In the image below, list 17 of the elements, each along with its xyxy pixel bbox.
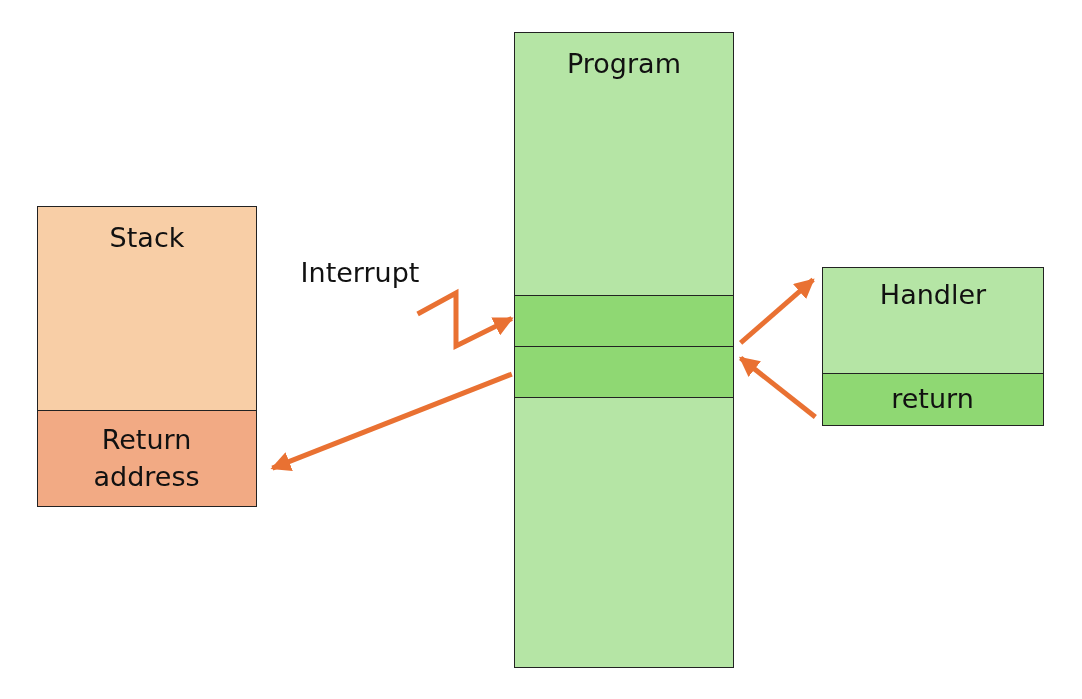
stack-box: [37, 206, 257, 507]
box-label: Handler: [878, 278, 988, 312]
arrow: [416, 288, 514, 351]
interrupt-label: Interrupt: [299, 256, 421, 290]
box-label: Program: [566, 47, 682, 81]
program-box: [514, 32, 734, 668]
box-label: Return address: [92, 422, 201, 494]
stack-entry: [36, 409, 257, 507]
program-segment: [513, 294, 734, 347]
box-label: return: [890, 381, 975, 416]
box-label: Stack: [108, 221, 186, 255]
program-segment: [513, 345, 734, 398]
handler-box: [822, 267, 1044, 426]
handler-return-box: [821, 372, 1044, 426]
arrow: [739, 356, 817, 419]
arrow: [738, 277, 815, 345]
arrow: [270, 371, 513, 471]
